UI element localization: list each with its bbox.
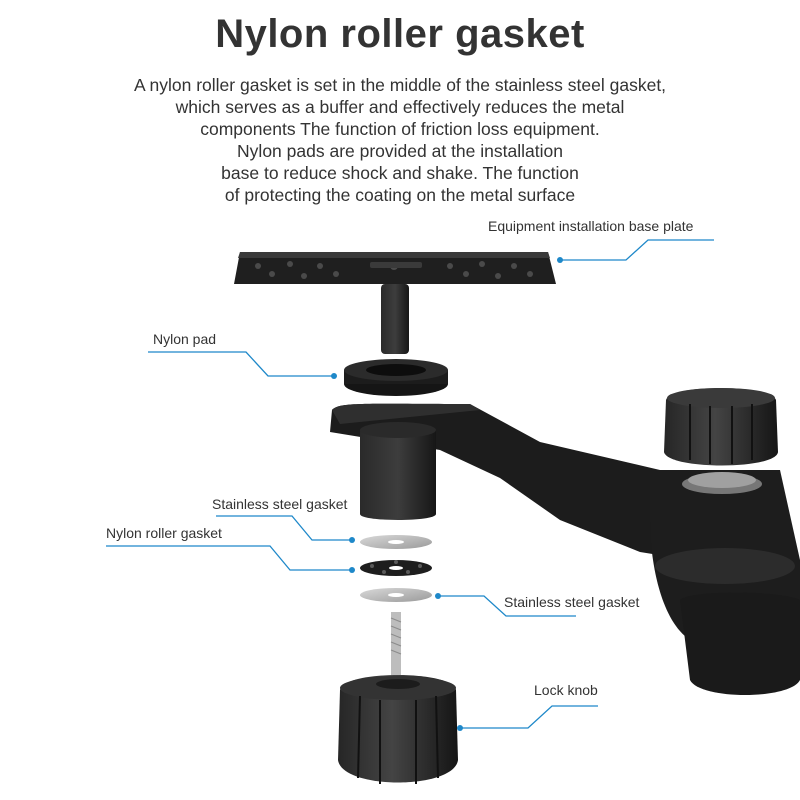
description-line: Nylon pads are provided at the installat… <box>237 141 563 161</box>
callout-lock-knob: Lock knob <box>534 682 598 698</box>
callout-stainless-steel-gasket-bottom: Stainless steel gasket <box>504 594 640 610</box>
description-line: which serves as a buffer and effectively… <box>175 97 625 117</box>
description-line: components The function of friction loss… <box>200 119 600 139</box>
callout-nylon-pad: Nylon pad <box>153 331 217 347</box>
leader-base-plate <box>560 239 714 261</box>
callout-stainless-steel-gasket-top: Stainless steel gasket <box>212 496 348 512</box>
description-line: of protecting the coating on the metal s… <box>224 185 576 205</box>
leader-stainless-top <box>216 515 352 541</box>
description-line: base to reduce shock and shake. The func… <box>221 163 579 183</box>
callout-base-plate: Equipment installation base plate <box>488 218 694 234</box>
page-title: Nylon roller gasket <box>215 12 585 56</box>
mounting-arm <box>330 388 800 695</box>
callout-nylon-roller-gasket: Nylon roller gasket <box>106 525 222 541</box>
base-plate <box>234 252 556 354</box>
lock-knob <box>338 612 458 784</box>
stainless-steel-gasket-bottom <box>360 588 432 602</box>
leader-lines <box>106 239 714 729</box>
description-line: A nylon roller gasket is set in the midd… <box>133 75 667 95</box>
leader-nylon-pad <box>148 351 334 377</box>
leader-stainless-bottom <box>438 595 576 617</box>
leader-nylon-roller <box>106 545 352 571</box>
stainless-steel-gasket-top <box>360 535 432 549</box>
leader-lock-knob <box>460 705 598 729</box>
description-block: A nylon roller gasket is set in the midd… <box>60 74 740 206</box>
nylon-pad <box>344 359 448 396</box>
nylon-roller-gasket <box>360 560 432 576</box>
leader-endpoints <box>331 257 563 731</box>
